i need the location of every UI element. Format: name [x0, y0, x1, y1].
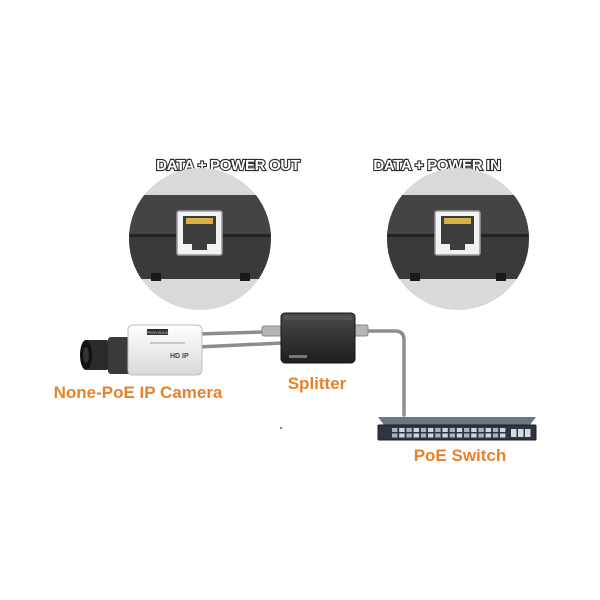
port-in-zoom-circle	[387, 168, 529, 310]
camera-brand: PROVISION	[146, 330, 168, 335]
switch-port	[406, 428, 412, 432]
switch-port	[442, 433, 448, 438]
switch-port	[449, 433, 455, 438]
cable-camera-power	[196, 341, 284, 349]
switch-port	[471, 428, 477, 432]
switch-port	[435, 428, 441, 432]
switch-port	[456, 428, 463, 432]
camera-brand-badge	[147, 329, 168, 335]
switch-port	[478, 428, 484, 432]
ip-camera: PROVISION HD IP	[80, 324, 203, 376]
camera-label: None-PoE IP Camera	[54, 383, 223, 402]
switch-port	[428, 428, 434, 432]
switch-port	[420, 428, 427, 432]
port-out-zoom-circle	[129, 168, 271, 310]
switch-port	[442, 428, 448, 432]
switch-uplink-port	[518, 429, 524, 437]
rj45-port-in-icon	[434, 210, 481, 256]
cable-camera-data	[196, 330, 264, 336]
switch-port	[420, 433, 427, 438]
switch-port	[485, 433, 491, 438]
switch-uplink-port	[525, 429, 531, 437]
switch-label: PoE Switch	[414, 446, 507, 465]
switch-ports	[392, 428, 531, 438]
switch-port	[471, 433, 477, 438]
splitter-device	[280, 312, 356, 364]
rj45-port-out-icon	[176, 210, 223, 256]
port-out-label: DATA + POWER OUT	[156, 157, 300, 174]
dot-mark	[280, 427, 282, 429]
switch-port	[492, 433, 499, 438]
switch-port	[464, 433, 470, 438]
switch-port	[399, 428, 405, 432]
splitter-label: Splitter	[288, 374, 347, 393]
switch-port	[492, 428, 499, 432]
switch-port	[449, 428, 455, 432]
switch-port	[456, 433, 463, 438]
switch-port	[392, 433, 398, 438]
switch-port	[500, 433, 506, 438]
switch-uplink-port	[511, 429, 517, 437]
switch-port	[478, 433, 484, 438]
switch-port	[435, 433, 441, 438]
poe-switch-device	[377, 417, 537, 441]
switch-port	[428, 433, 434, 438]
camera-model: HD IP	[170, 353, 189, 360]
switch-port	[485, 428, 491, 432]
switch-port	[413, 433, 419, 438]
switch-port	[406, 433, 412, 438]
switch-port	[413, 428, 419, 432]
cables	[196, 329, 406, 417]
switch-port	[392, 428, 398, 432]
switch-port	[464, 428, 470, 432]
switch-port	[500, 428, 506, 432]
cable-splitter-switch	[364, 329, 406, 417]
switch-port	[399, 433, 405, 438]
